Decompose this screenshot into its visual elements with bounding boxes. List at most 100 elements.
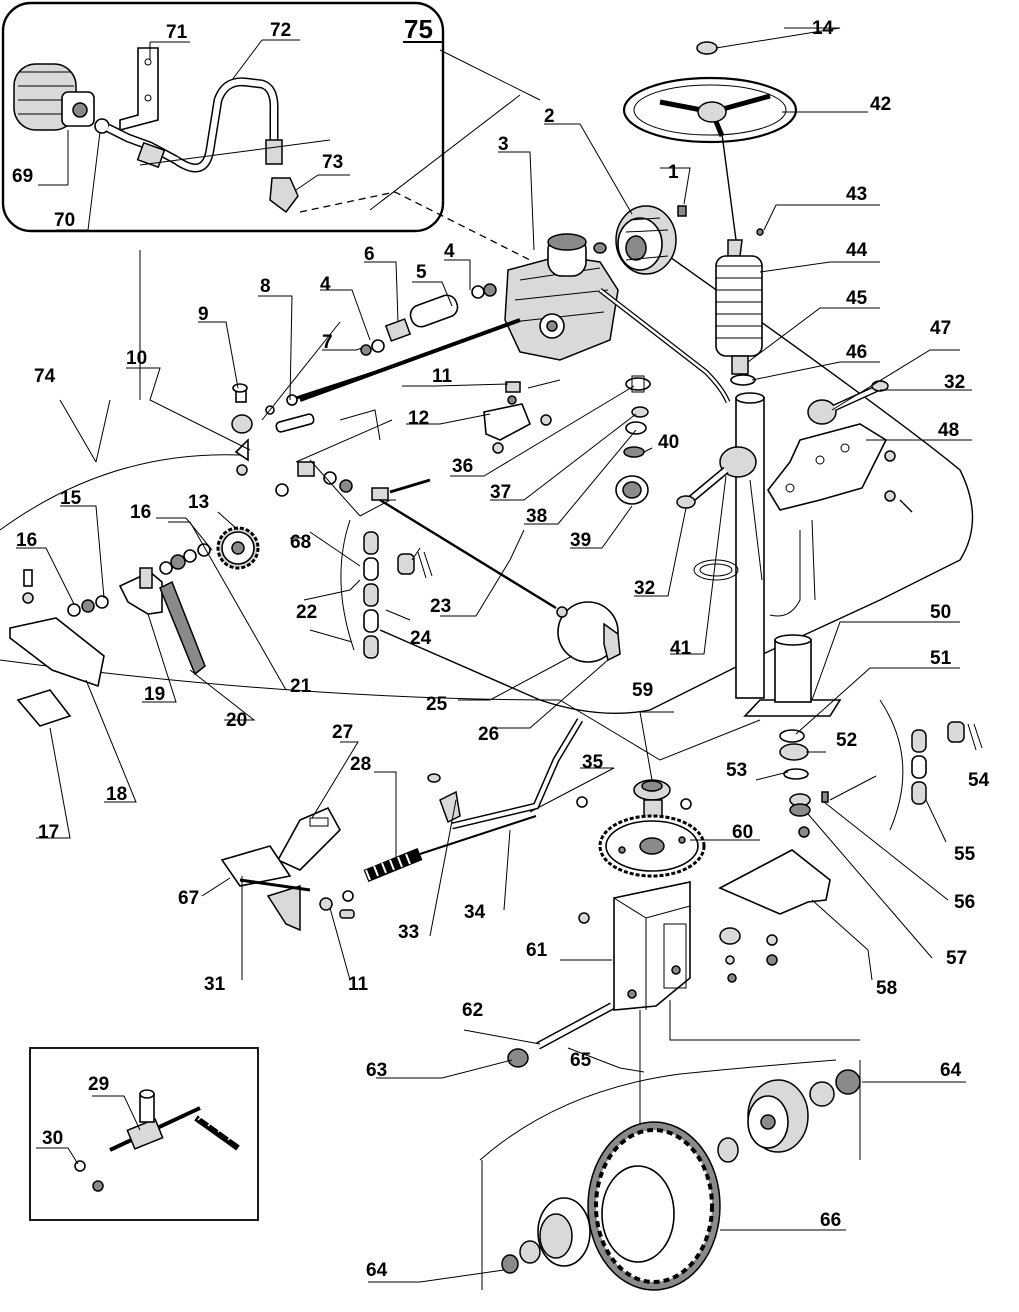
label-44: 44 [846,240,868,261]
label-11-lower: 11 [348,974,369,995]
part-28-spring [363,847,423,883]
label-8: 8 [260,276,271,297]
label-53: 53 [726,760,747,781]
label-33: 33 [398,922,419,943]
part-12-bracket [483,403,532,441]
label-48: 48 [938,420,959,441]
part-labels: 1 2 3 4 4 5 6 7 8 9 10 11 11 12 13 14 15… [12,14,990,1281]
label-68: 68 [290,532,311,553]
part-48-plate [767,423,888,511]
label-37: 37 [490,482,511,503]
label-32-left: 32 [634,578,655,599]
label-28: 28 [350,754,371,775]
group-74-sprocket-chain [0,399,433,727]
label-15: 15 [60,488,82,509]
label-47: 47 [930,318,951,339]
label-45: 45 [846,288,868,309]
inset-29-30 [29,1047,259,1221]
part-67-pedal-pad [220,845,292,887]
label-4-lower: 4 [320,274,331,295]
part-40-nut [623,446,645,458]
brake-pedal-group [220,718,584,932]
label-27: 27 [332,722,353,743]
wheel-group [479,1059,861,1291]
label-51: 51 [930,648,952,669]
label-70: 70 [54,210,75,231]
label-13: 13 [188,492,209,513]
part-68-washer [275,483,289,497]
label-31: 31 [204,974,226,995]
part-73-elbow [269,177,299,214]
label-35: 35 [582,752,604,773]
part-14-cap [696,41,718,55]
label-60: 60 [732,822,753,843]
label-32-right: 32 [944,372,965,393]
inset-75-fuel-line [1,1,445,233]
part-6-collar [384,318,412,342]
label-12: 12 [408,408,429,429]
label-20: 20 [226,710,247,731]
part-72-pipe-end [265,139,283,165]
label-23: 23 [430,596,451,617]
label-16-left: 16 [16,530,37,551]
link-rod-group [231,321,557,610]
label-74: 74 [34,366,56,387]
label-36: 36 [452,456,473,477]
part-57-bearing [789,793,811,817]
label-26: 26 [478,724,499,745]
label-46: 46 [846,342,867,363]
steering-column-tube [735,397,765,699]
part-65-hub [747,1079,809,1153]
label-43: 43 [846,184,867,205]
part-29-cylinder [126,1118,164,1150]
part-55-chain [911,729,927,805]
label-29: 29 [88,1074,109,1095]
part-9-clevis [231,414,253,434]
label-9: 9 [198,304,209,325]
part-23-link [397,553,415,575]
label-25: 25 [426,694,448,715]
label-18: 18 [106,784,127,805]
chassis-outline [0,139,974,761]
label-3: 3 [498,134,509,155]
part-54-link [947,721,965,743]
part-20-belt [159,580,206,676]
part-13-sprocket [216,526,260,570]
label-71: 71 [166,22,188,43]
label-6: 6 [364,244,375,265]
label-34: 34 [464,902,486,923]
label-19: 19 [144,684,165,705]
part-56-key [821,791,829,803]
part-46-washer [730,374,756,386]
label-64-left: 64 [366,1260,388,1281]
part-39-bearing [615,475,649,505]
label-1: 1 [668,162,679,183]
part-5-sleeve [409,294,459,328]
label-30: 30 [42,1128,63,1149]
label-67: 67 [178,888,199,909]
label-66: 66 [820,1210,841,1231]
part-47-hub [807,399,837,425]
label-69: 69 [12,166,33,187]
label-75: 75 [404,14,433,44]
label-55: 55 [954,844,976,865]
label-50: 50 [930,602,951,623]
part-63-nut [507,1048,529,1068]
part-69-filter [13,63,95,131]
part-66-tyre [587,1121,721,1291]
label-72: 72 [270,20,291,41]
label-73: 73 [322,152,343,173]
part-64-bearing-left [501,1197,591,1274]
label-10: 10 [126,348,147,369]
leader-lines [16,27,972,1283]
label-40: 40 [658,432,679,453]
part-58-bracket [718,849,831,915]
label-57: 57 [946,948,967,969]
input-shaft-group [299,242,739,581]
label-62: 62 [462,1000,483,1021]
part-45-collar [731,355,749,375]
label-64-right: 64 [940,1060,962,1081]
label-39: 39 [570,530,591,551]
label-14: 14 [812,18,834,39]
label-24: 24 [410,628,432,649]
